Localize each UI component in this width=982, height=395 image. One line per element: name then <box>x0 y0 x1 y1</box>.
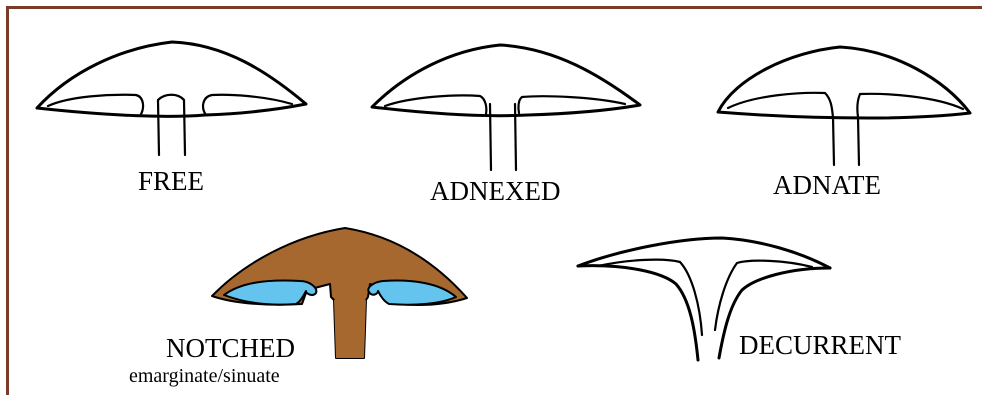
label-decurrent: DECURRENT <box>739 332 901 359</box>
label-adnexed: ADNEXED <box>430 178 560 205</box>
label-free: FREE <box>138 168 204 195</box>
decurrent-cap-underside-left <box>578 266 698 360</box>
adnate-mushroom-illustration <box>718 47 970 165</box>
label-notched-sublabel: emarginate/sinuate <box>129 366 280 386</box>
label-adnate: ADNATE <box>773 172 881 199</box>
adnate-stem-left <box>833 117 834 165</box>
adnexed-stem-left <box>490 104 491 170</box>
label-notched: NOTCHED <box>166 335 295 362</box>
free-stem-top <box>158 95 184 100</box>
notched-stem-fill <box>334 300 366 358</box>
free-mushroom-illustration <box>37 42 306 155</box>
adnexed-stem-right <box>515 104 516 170</box>
free-cap-outline <box>37 42 306 116</box>
free-stem-left <box>158 100 159 155</box>
adnate-gill-right <box>857 94 963 117</box>
adnate-cap-outline <box>718 47 970 118</box>
adnexed-mushroom-illustration <box>372 45 640 170</box>
free-stem-right <box>184 100 185 155</box>
adnexed-cap-outline <box>372 45 640 116</box>
adnate-stem-right <box>858 117 859 165</box>
